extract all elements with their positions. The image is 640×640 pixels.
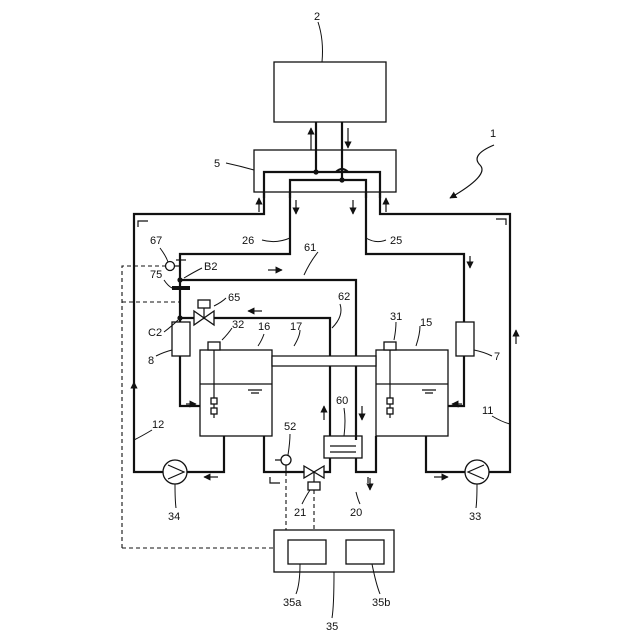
label-33: 33 xyxy=(469,511,481,523)
arrow-system-1 xyxy=(450,145,494,198)
pipe-33-in xyxy=(426,436,466,472)
leader-12 xyxy=(134,430,152,440)
leader-2 xyxy=(318,22,323,62)
label-67: 67 xyxy=(150,235,162,247)
controller-module-35a xyxy=(288,540,326,564)
label-26: 26 xyxy=(242,235,254,247)
sensor-67 xyxy=(166,262,175,271)
float-32a xyxy=(211,398,217,404)
label-34: 34 xyxy=(168,511,180,523)
label-31: 31 xyxy=(390,311,402,323)
float-31b xyxy=(387,408,393,414)
leader-B2 xyxy=(184,268,202,278)
restrictor-75 xyxy=(172,286,190,290)
label-52: 52 xyxy=(284,421,296,433)
label-75: 75 xyxy=(150,269,162,281)
valve-21-actuator xyxy=(308,482,320,490)
label-61: 61 xyxy=(304,242,316,254)
junction-B2 xyxy=(177,277,182,282)
leader-11 xyxy=(492,416,510,424)
tank-16 xyxy=(200,350,272,436)
sensor-8 xyxy=(172,322,190,356)
leader-15 xyxy=(416,326,420,346)
leader-60 xyxy=(344,408,345,436)
label-15: 15 xyxy=(420,317,432,329)
leader-32 xyxy=(222,328,232,340)
label-35b: 35b xyxy=(372,597,390,609)
leader-34 xyxy=(175,484,176,508)
leader-33 xyxy=(476,484,477,508)
junction-C2 xyxy=(177,315,182,320)
label-35: 35 xyxy=(326,621,338,633)
pipe-34-out xyxy=(186,436,224,472)
label-60: 60 xyxy=(336,395,348,407)
connecting-pipe-17 xyxy=(272,356,376,366)
tank-15 xyxy=(376,350,448,436)
float-31a xyxy=(387,398,393,404)
label-32: 32 xyxy=(232,319,244,331)
label-B2: B2 xyxy=(204,261,217,273)
leader-16 xyxy=(258,334,264,346)
label-7: 7 xyxy=(494,351,500,363)
sensor-52 xyxy=(281,455,291,465)
label-17: 17 xyxy=(290,321,302,333)
leader-31 xyxy=(394,322,396,340)
sensor-7 xyxy=(456,322,474,356)
leader-20 xyxy=(356,492,360,504)
valve-65-actuator xyxy=(198,300,210,308)
leader-65 xyxy=(214,298,226,306)
corner-mark-tr xyxy=(496,219,506,225)
leader-8 xyxy=(156,350,172,356)
label-21: 21 xyxy=(294,507,306,519)
leader-67 xyxy=(160,248,168,262)
controller-module-35b xyxy=(346,540,384,564)
label-1: 1 xyxy=(490,128,496,140)
leader-61 xyxy=(304,252,318,275)
corner-mark-tl xyxy=(138,221,148,227)
label-25: 25 xyxy=(390,235,402,247)
leader-21 xyxy=(302,490,310,504)
label-5: 5 xyxy=(214,158,220,170)
leader-26 xyxy=(262,238,290,242)
pipe-7-to-tank15 xyxy=(448,356,464,406)
pipe-8-to-tank16 xyxy=(180,356,200,406)
leader-5 xyxy=(226,163,254,170)
label-35a: 35a xyxy=(283,597,302,609)
leader-75 xyxy=(164,280,172,288)
label-16: 16 xyxy=(258,321,270,333)
load-device-box xyxy=(274,62,386,122)
label-12: 12 xyxy=(152,419,164,431)
corner-mark-b xyxy=(270,477,280,483)
label-8: 8 xyxy=(148,355,154,367)
level-sensor-32-cap xyxy=(208,342,220,350)
label-65: 65 xyxy=(228,292,240,304)
junction-5a xyxy=(313,169,318,174)
pipe-16-bottom xyxy=(264,436,306,472)
leader-25 xyxy=(366,238,386,242)
label-62: 62 xyxy=(338,291,350,303)
level-sensor-31-cap xyxy=(384,342,396,350)
leader-35 xyxy=(332,572,334,618)
leader-62 xyxy=(332,304,341,328)
label-11: 11 xyxy=(482,405,493,417)
leader-52 xyxy=(288,434,290,455)
leader-7 xyxy=(474,350,492,356)
label-C2: C2 xyxy=(148,327,162,339)
label-2: 2 xyxy=(314,11,320,23)
junction-5b xyxy=(339,177,344,182)
float-32b xyxy=(211,408,217,414)
signal-line-67 xyxy=(122,266,166,548)
label-20: 20 xyxy=(350,507,362,519)
